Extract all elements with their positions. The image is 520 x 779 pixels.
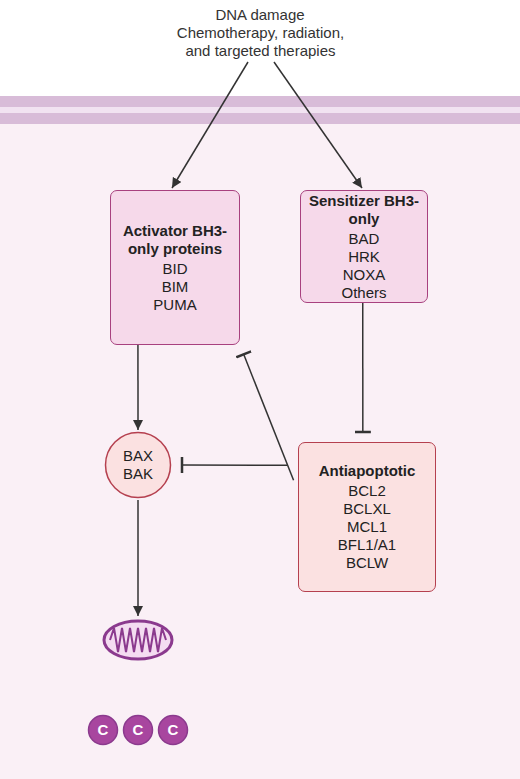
box-text: BCLW (346, 554, 388, 572)
release-arrow (137, 500, 139, 616)
activator-box: Activator BH3-only proteinsBIDBIMPUMA (110, 190, 240, 345)
box-text: BIM (162, 278, 189, 296)
mitochondrion-illustration (104, 621, 172, 659)
stimulus-label: DNA damage (160, 6, 360, 24)
box-text: Others (341, 284, 386, 302)
membrane-inner-layer (0, 107, 520, 113)
box-text: HRK (348, 248, 380, 266)
sensitizer-box: Sensitizer BH3-onlyBADHRKNOXAOthers (300, 190, 428, 303)
box-text: BAK (123, 465, 153, 483)
box-text: MCL1 (347, 518, 387, 536)
box-text: NOXA (343, 266, 386, 284)
box-text: BID (162, 260, 187, 278)
cytochrome-c-circle: C (87, 714, 119, 746)
cytochrome-c-circle: C (157, 714, 189, 746)
inhibition-connector (244, 354, 294, 480)
cytoplasm-background (0, 124, 520, 779)
circle-shape (124, 716, 153, 745)
box-text: C (98, 721, 109, 739)
cytochrome-c-circle: C (122, 714, 154, 746)
box-heading: Antiapoptotic (319, 462, 416, 480)
box-text: BCLXL (343, 500, 391, 518)
signal-arrow (274, 62, 362, 188)
stimulus-label: Chemotherapy, radiation, and targeted th… (168, 24, 353, 60)
box-text: PUMA (153, 296, 196, 314)
circle-shape (106, 433, 171, 498)
box-text: BAD (349, 230, 380, 248)
box-text: C (133, 721, 144, 739)
box-text: BAX (123, 447, 153, 465)
box-text: C (168, 721, 179, 739)
antiapoptotic-box: AntiapoptoticBCL2BCLXLMCL1BFL1/A1BCLW (298, 442, 436, 592)
box-heading: Activator BH3-only proteins (117, 222, 233, 258)
effector-circle: BAXBAK (104, 431, 172, 499)
signal-arrow (172, 62, 248, 188)
inhibition-connector (182, 464, 288, 466)
circle-shape (159, 716, 188, 745)
circle-shape (89, 716, 118, 745)
box-text: BFL1/A1 (338, 536, 396, 554)
cell-membrane (0, 96, 520, 124)
box-text: BCL2 (348, 482, 386, 500)
box-heading: Sensitizer BH3-only (307, 192, 421, 228)
activation-arrow (137, 345, 139, 430)
inhibition-connector (362, 303, 364, 432)
